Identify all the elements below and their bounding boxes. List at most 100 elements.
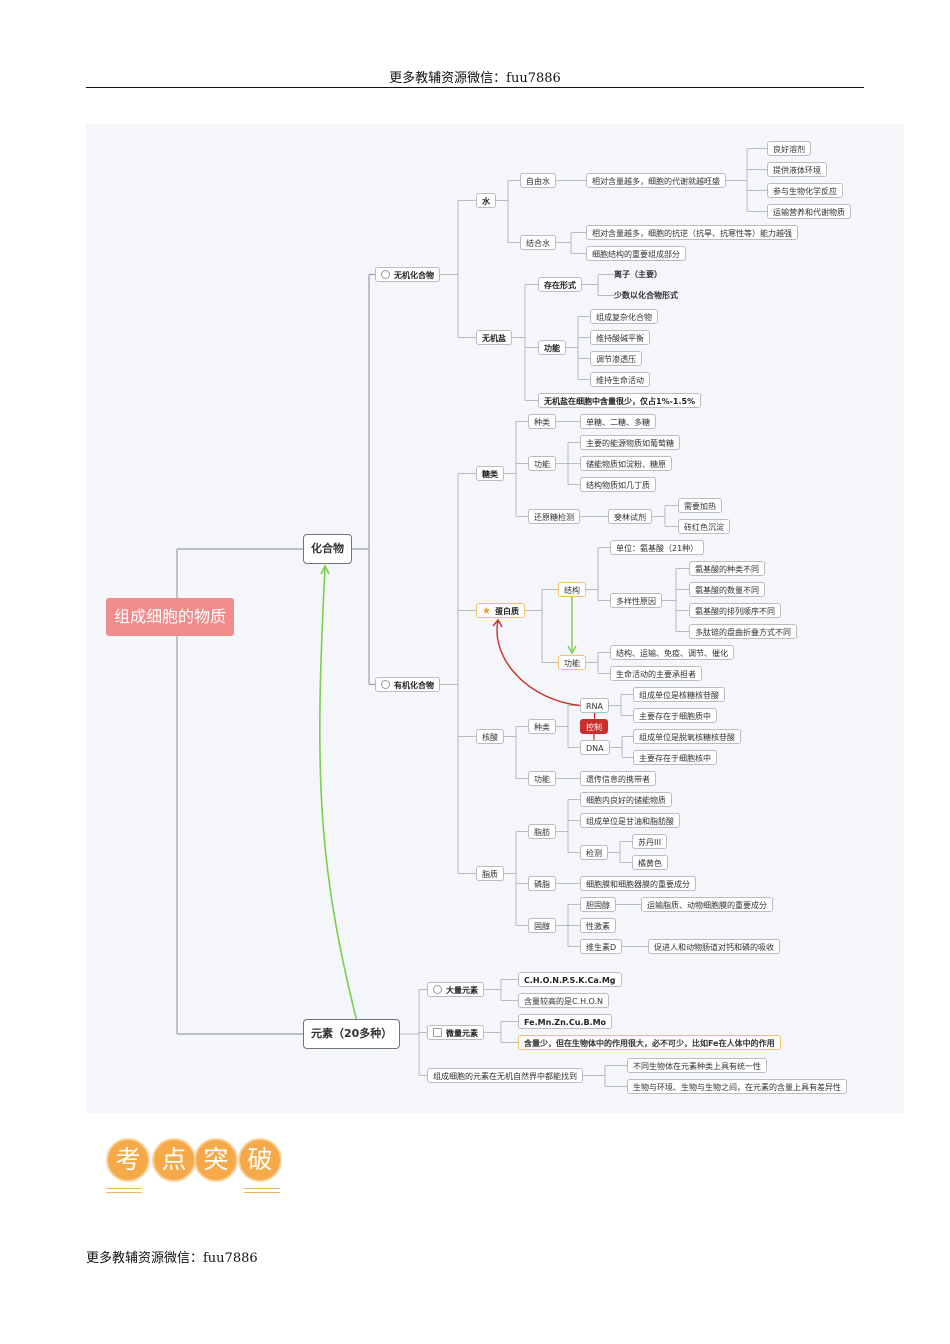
- sugar-node[interactable]: 糖类: [476, 466, 504, 481]
- vitamin-d-desc[interactable]: 促进人和动物肠道对钙和磷的吸收: [648, 939, 780, 954]
- inorganic-node[interactable]: 无机化合物: [375, 267, 440, 282]
- sugar-kind-node[interactable]: 种类: [528, 414, 556, 429]
- protein-diversity-item-1[interactable]: 氨基酸的种类不同: [689, 561, 765, 576]
- page-footer-text: 更多教辅资源微信：fuu7886: [86, 1251, 258, 1266]
- dna-node[interactable]: DNA: [580, 740, 610, 755]
- protein-diversity-item-3[interactable]: 氨基酸的排列顺序不同: [689, 603, 781, 618]
- rna-item-2[interactable]: 主要存在于细胞质中: [633, 708, 717, 723]
- arrow-head: [492, 618, 503, 628]
- topic-icon: [381, 680, 390, 689]
- elements-node[interactable]: 元素（20多种）: [303, 1019, 401, 1049]
- salt-form-node[interactable]: 存在形式: [538, 277, 582, 292]
- sugar-func-item-3[interactable]: 结构物质如几丁质: [580, 477, 656, 492]
- organic-node[interactable]: 有机化合物: [375, 677, 440, 692]
- badge-underline: [244, 1192, 280, 1193]
- fat-test-item-1[interactable]: 苏丹III: [632, 834, 668, 849]
- protein-diversity-node[interactable]: 多样性原因: [610, 593, 662, 608]
- sugar-func-node[interactable]: 功能: [528, 456, 556, 471]
- bound-water-item-1[interactable]: 相对含量越多，细胞的抗逆（抗旱、抗寒性等）能力越强: [586, 225, 798, 240]
- mind-map-connectors: [176, 148, 767, 1087]
- salt-func-item-4[interactable]: 维持生命活动: [590, 372, 650, 387]
- fehling-item-1[interactable]: 需要加热: [678, 498, 722, 513]
- water-node[interactable]: 水: [476, 193, 496, 208]
- free-water-role-1[interactable]: 良好溶剂: [767, 141, 811, 156]
- free-water-node[interactable]: 自由水: [520, 173, 556, 188]
- free-water-role-4[interactable]: 运输营养和代谢物质: [767, 204, 851, 219]
- page-header-text: 更多教辅资源微信：fuu7886: [389, 71, 561, 86]
- nature-node[interactable]: 组成细胞的元素在无机自然界中都能找到: [427, 1068, 583, 1083]
- topic-icon: [381, 270, 390, 279]
- root-node[interactable]: 组成细胞的物质: [106, 598, 235, 636]
- sugar-kind-desc[interactable]: 单糖、二糖、多糖: [580, 414, 656, 429]
- salt-func-item-3[interactable]: 调节渗透压: [590, 351, 642, 366]
- header-divider: [86, 87, 864, 88]
- free-water-role-3[interactable]: 参与生物化学反应: [767, 183, 843, 198]
- salt-form-item-2: 少数以化合物形式: [614, 291, 678, 300]
- macro-item-2[interactable]: 含量较高的是C.H.O.N: [518, 993, 610, 1008]
- badge-kao: 考: [106, 1138, 150, 1182]
- bound-water-node[interactable]: 结合水: [520, 235, 556, 250]
- salt-form-item-1: 离子（主要）: [614, 270, 662, 279]
- free-water-desc[interactable]: 相对含量越多，细胞的代谢就越旺盛: [586, 173, 726, 188]
- nucleic-kind-node[interactable]: 种类: [528, 719, 556, 734]
- micro-node[interactable]: 微量元素: [427, 1025, 484, 1040]
- badge-underline: [106, 1188, 142, 1189]
- mind-map: 组成细胞的物质 化合物 元素（20多种） 无机化合物 有机化合物 水 自由水 相…: [86, 124, 904, 1113]
- macro-label: 大量元素: [446, 986, 478, 995]
- badge-tu: 突: [194, 1138, 238, 1182]
- relation-arrow-elements-compounds: [319, 565, 358, 1020]
- sugar-func-item-2[interactable]: 储能物质如淀粉、糖原: [580, 456, 672, 471]
- macro-node[interactable]: 大量元素: [427, 982, 484, 997]
- fat-test-node[interactable]: 检测: [580, 845, 608, 860]
- protein-struct-node[interactable]: 结构: [558, 582, 586, 597]
- fat-node[interactable]: 脂肪: [528, 824, 556, 839]
- salt-content-node[interactable]: 无机盐在细胞中含量很少，仅占1%-1.5%: [538, 393, 702, 408]
- fat-item-2[interactable]: 组成单位是甘油和脂肪酸: [580, 813, 680, 828]
- nucleic-node[interactable]: 核酸: [476, 729, 504, 744]
- protein-unit-node[interactable]: 单位：氨基酸（21种）: [610, 540, 705, 555]
- salt-func-node[interactable]: 功能: [538, 340, 566, 355]
- lipid-node[interactable]: 脂质: [476, 866, 504, 881]
- micro-item-1[interactable]: Fe.Mn.Zn.Cu.B.Mo: [518, 1014, 613, 1029]
- bound-water-item-2[interactable]: 细胞结构的重要组成部分: [586, 246, 686, 261]
- sugar-func-item-1[interactable]: 主要的能源物质如葡萄糖: [580, 435, 680, 450]
- rna-node[interactable]: RNA: [580, 698, 610, 713]
- control-label[interactable]: 控制: [580, 719, 608, 734]
- protein-func-item-2[interactable]: 生命活动的主要承担者: [610, 666, 702, 681]
- protein-diversity-item-2[interactable]: 氨基酸的数量不同: [689, 582, 765, 597]
- sex-hormone-node[interactable]: 性激素: [580, 918, 616, 933]
- protein-func-node[interactable]: 功能: [558, 655, 586, 670]
- nature-item-1[interactable]: 不同生物体在元素种类上具有统一性: [627, 1058, 767, 1073]
- macro-icon: [433, 985, 442, 994]
- sugar-test-node[interactable]: 还原糖检测: [528, 509, 580, 524]
- fehling-item-2[interactable]: 砖红色沉淀: [678, 519, 730, 534]
- fat-test-item-2[interactable]: 橘黄色: [632, 855, 668, 870]
- vitamin-d-node[interactable]: 维生素D: [580, 939, 623, 954]
- macro-item-1[interactable]: C.H.O.N.P.S.K.Ca.Mg: [518, 972, 622, 987]
- cholesterol-node[interactable]: 胆固醇: [580, 897, 616, 912]
- cholesterol-desc[interactable]: 运输脂质、动物细胞膜的重要成分: [641, 897, 773, 912]
- rna-item-1[interactable]: 组成单位是核糖核苷酸: [633, 687, 725, 702]
- nature-item-2[interactable]: 生物与环境、生物与生物之间，在元素的含量上具有差异性: [627, 1079, 847, 1094]
- dna-item-2[interactable]: 主要存在于细胞核中: [633, 750, 717, 765]
- inorganic-label: 无机化合物: [394, 271, 434, 280]
- fat-item-1[interactable]: 细胞内良好的储能物质: [580, 792, 672, 807]
- sterol-node[interactable]: 固醇: [528, 918, 556, 933]
- micro-label: 微量元素: [446, 1029, 478, 1038]
- salt-func-item-2[interactable]: 维持酸碱平衡: [590, 330, 650, 345]
- salt-node[interactable]: 无机盐: [476, 330, 512, 345]
- nucleic-func-desc[interactable]: 遗传信息的携带者: [580, 771, 656, 786]
- phospholipid-desc[interactable]: 细胞膜和细胞器膜的重要成分: [580, 876, 696, 891]
- compounds-node[interactable]: 化合物: [303, 534, 352, 564]
- fehling-node[interactable]: 斐林试剂: [608, 509, 652, 524]
- protein-diversity-item-4[interactable]: 多肽链的盘曲折叠方式不同: [689, 624, 797, 639]
- dna-item-1[interactable]: 组成单位是脱氧核糖核苷酸: [633, 729, 741, 744]
- free-water-role-2[interactable]: 提供液体环境: [767, 162, 827, 177]
- protein-node[interactable]: ★蛋白质: [476, 603, 525, 618]
- micro-item-2[interactable]: 含量少，但在生物体中的作用很大，必不可少，比如Fe在人体中的作用: [518, 1035, 781, 1050]
- protein-func-item-1[interactable]: 结构、运输、免疫、调节、催化: [610, 645, 734, 660]
- salt-func-item-1[interactable]: 组成复杂化合物: [590, 309, 658, 324]
- badge-underline: [244, 1188, 280, 1189]
- nucleic-func-node[interactable]: 功能: [528, 771, 556, 786]
- phospholipid-node[interactable]: 磷脂: [528, 876, 556, 891]
